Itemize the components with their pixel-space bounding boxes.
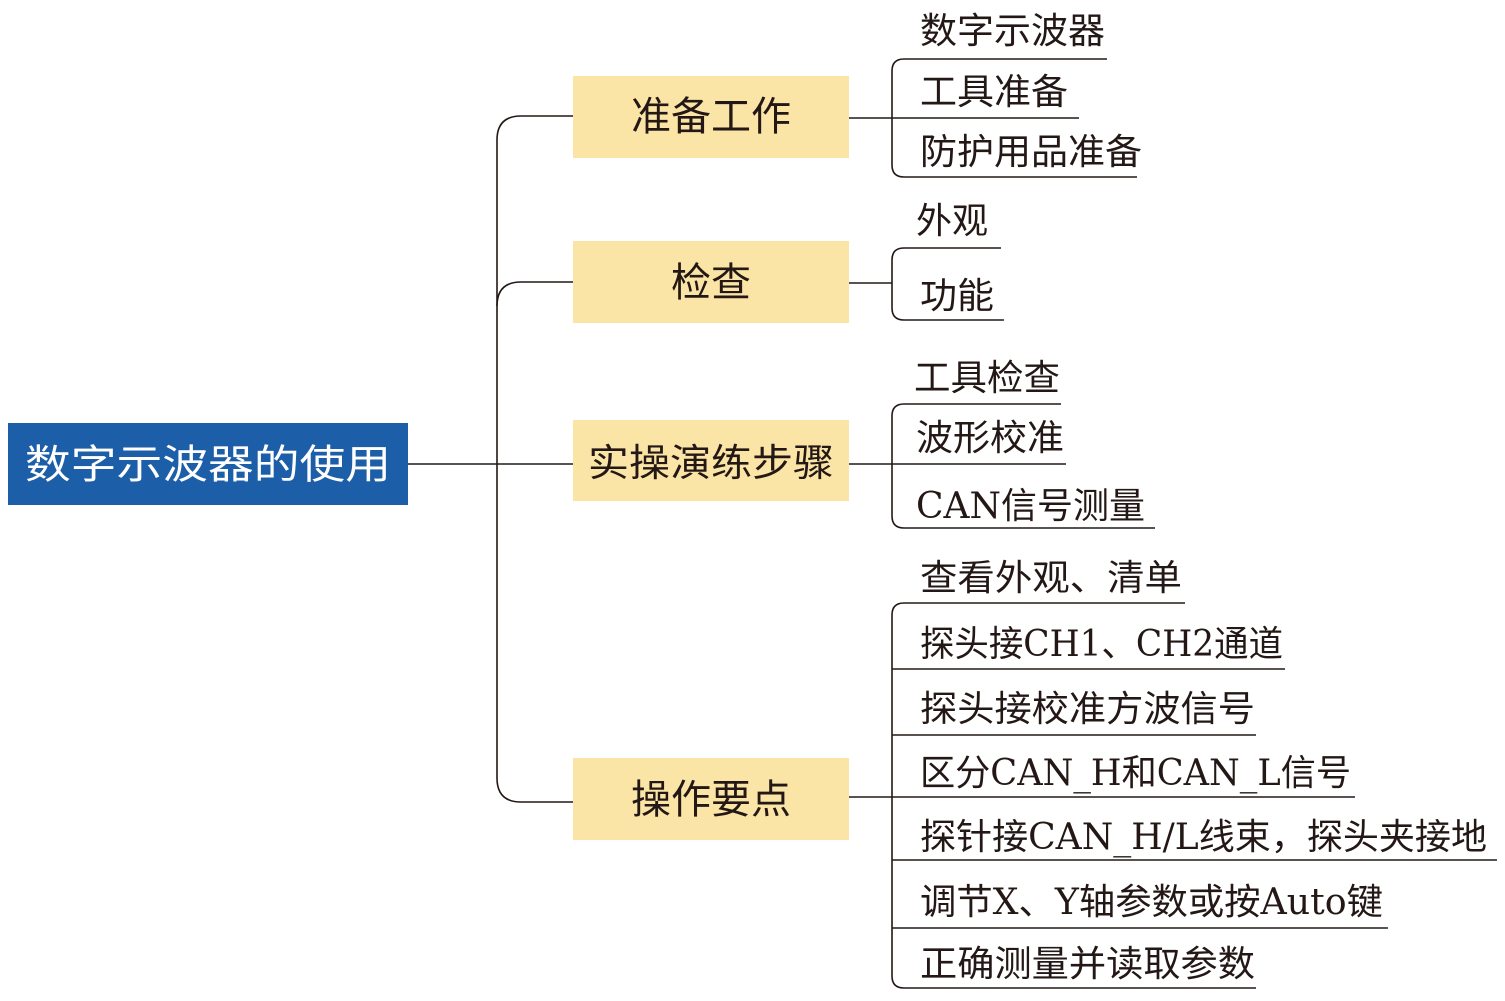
root-node: 数字示波器的使用 xyxy=(8,423,408,505)
leaf-label: 数字示波器 xyxy=(920,11,1105,52)
leaf-label: 探针接CAN_H/L线束，探头夹接地 xyxy=(920,817,1487,858)
leaf-label: 工具检查 xyxy=(914,358,1060,399)
branch-node-prep: 准备工作 xyxy=(573,76,849,158)
leaf-group-check: 外观 功能 xyxy=(916,201,994,317)
branch-label: 检查 xyxy=(671,260,751,306)
leaf-group-key-points: 查看外观、清单 探头接CH1、CH2通道 探头接校准方波信号 区分CAN_H和C… xyxy=(920,558,1487,985)
leaf-group-practice: 工具检查 波形校准 CAN信号测量 xyxy=(914,358,1145,527)
connector-lines xyxy=(408,58,1497,989)
leaf-group-prep: 数字示波器 工具准备 防护用品准备 xyxy=(920,11,1142,173)
branch-box xyxy=(573,241,849,323)
branch-node-key-points: 操作要点 xyxy=(573,758,849,840)
leaf-label: 调节X、Y轴参数或按Auto键 xyxy=(920,882,1383,923)
branch-label: 准备工作 xyxy=(631,94,791,140)
branch-label: 操作要点 xyxy=(631,777,791,823)
leaf-label: 功能 xyxy=(920,276,994,317)
branch-label: 实操演练步骤 xyxy=(588,441,834,485)
leaf-label: 工具准备 xyxy=(920,72,1068,113)
root-label: 数字示波器的使用 xyxy=(25,442,391,488)
leaf-label: 查看外观、清单 xyxy=(920,558,1182,599)
root-box xyxy=(8,423,408,505)
leaf-label: 正确测量并读取参数 xyxy=(920,944,1255,985)
branch-box xyxy=(573,420,849,501)
leaf-label: 探头接校准方波信号 xyxy=(920,689,1255,730)
branch-box xyxy=(573,76,849,158)
leaf-label: CAN信号测量 xyxy=(916,486,1145,527)
leaf-label: 波形校准 xyxy=(916,418,1064,459)
branch-node-practice: 实操演练步骤 xyxy=(573,420,849,501)
branch-box xyxy=(573,758,849,840)
leaf-label: 探头接CH1、CH2通道 xyxy=(920,624,1283,665)
leaf-label: 区分CAN_H和CAN_L信号 xyxy=(920,753,1351,794)
branch-node-check: 检查 xyxy=(573,241,849,323)
leaf-label: 外观 xyxy=(916,201,988,242)
leaf-label: 防护用品准备 xyxy=(920,132,1142,173)
